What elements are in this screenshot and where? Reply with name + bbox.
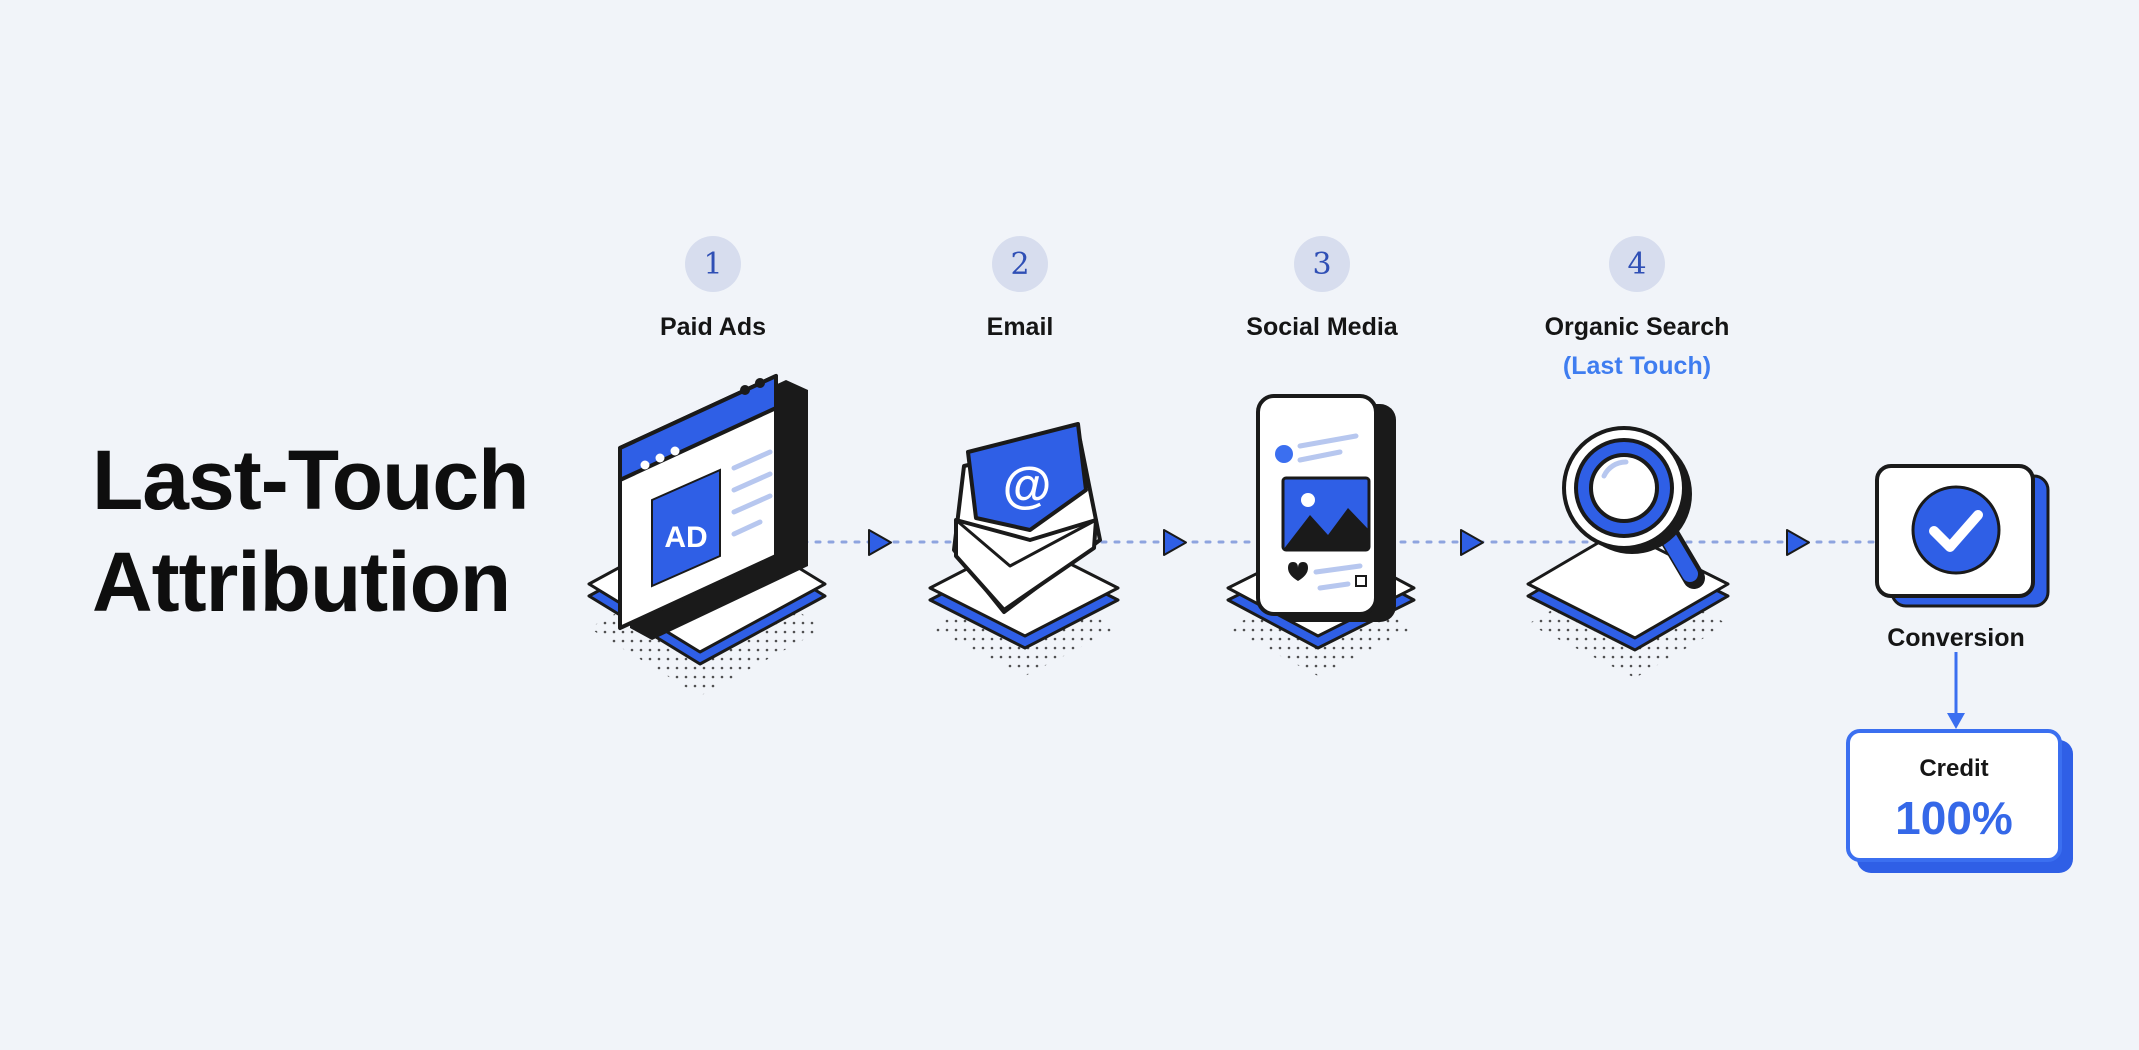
page-title-line-1: Last-Touch	[92, 433, 529, 527]
ad-icon-text: AD	[664, 521, 707, 554]
step-label: Email	[986, 313, 1054, 341]
arrow-down-icon	[1947, 713, 1965, 729]
credit-value: 100%	[1895, 792, 2013, 844]
page-title-line-2: Attribution	[92, 535, 511, 629]
arrow-right-icon	[868, 529, 892, 556]
social-post-phone-icon	[1256, 394, 1396, 622]
step-3-social-media-illustration	[1226, 394, 1416, 676]
step-number-badge: 1	[685, 236, 741, 292]
step-1-paid-ads-illustration: AD	[587, 374, 827, 696]
step-number-badge: 3	[1294, 236, 1350, 292]
conversion-illustration	[1875, 464, 2050, 608]
step-number-badge: 4	[1609, 236, 1665, 292]
arrow-right-icon	[1163, 529, 1187, 556]
credit-label: Credit	[1919, 755, 1989, 782]
platform-base	[1526, 528, 1730, 678]
ad-browser-icon: AD	[618, 374, 808, 640]
step-label: Organic Search	[1544, 313, 1730, 341]
at-sign-text: @	[1003, 457, 1052, 513]
step-2-email-illustration: @	[928, 422, 1120, 676]
step-number-badge: 2	[992, 236, 1048, 292]
magnifier-icon	[1562, 426, 1705, 589]
step-label: Paid Ads	[659, 313, 767, 341]
step-label: Social Media	[1246, 313, 1398, 341]
conversion-label: Conversion	[1887, 624, 2025, 652]
credit-card: Credit 100%	[1846, 729, 2062, 862]
checkmark-icon	[1911, 485, 2001, 575]
arrow-right-icon	[1786, 529, 1810, 556]
arrow-right-icon	[1460, 529, 1484, 556]
step-4-organic-search-illustration	[1526, 426, 1730, 678]
last-touch-sublabel: (Last Touch)	[1562, 352, 1712, 380]
email-envelope-icon: @	[952, 422, 1102, 614]
